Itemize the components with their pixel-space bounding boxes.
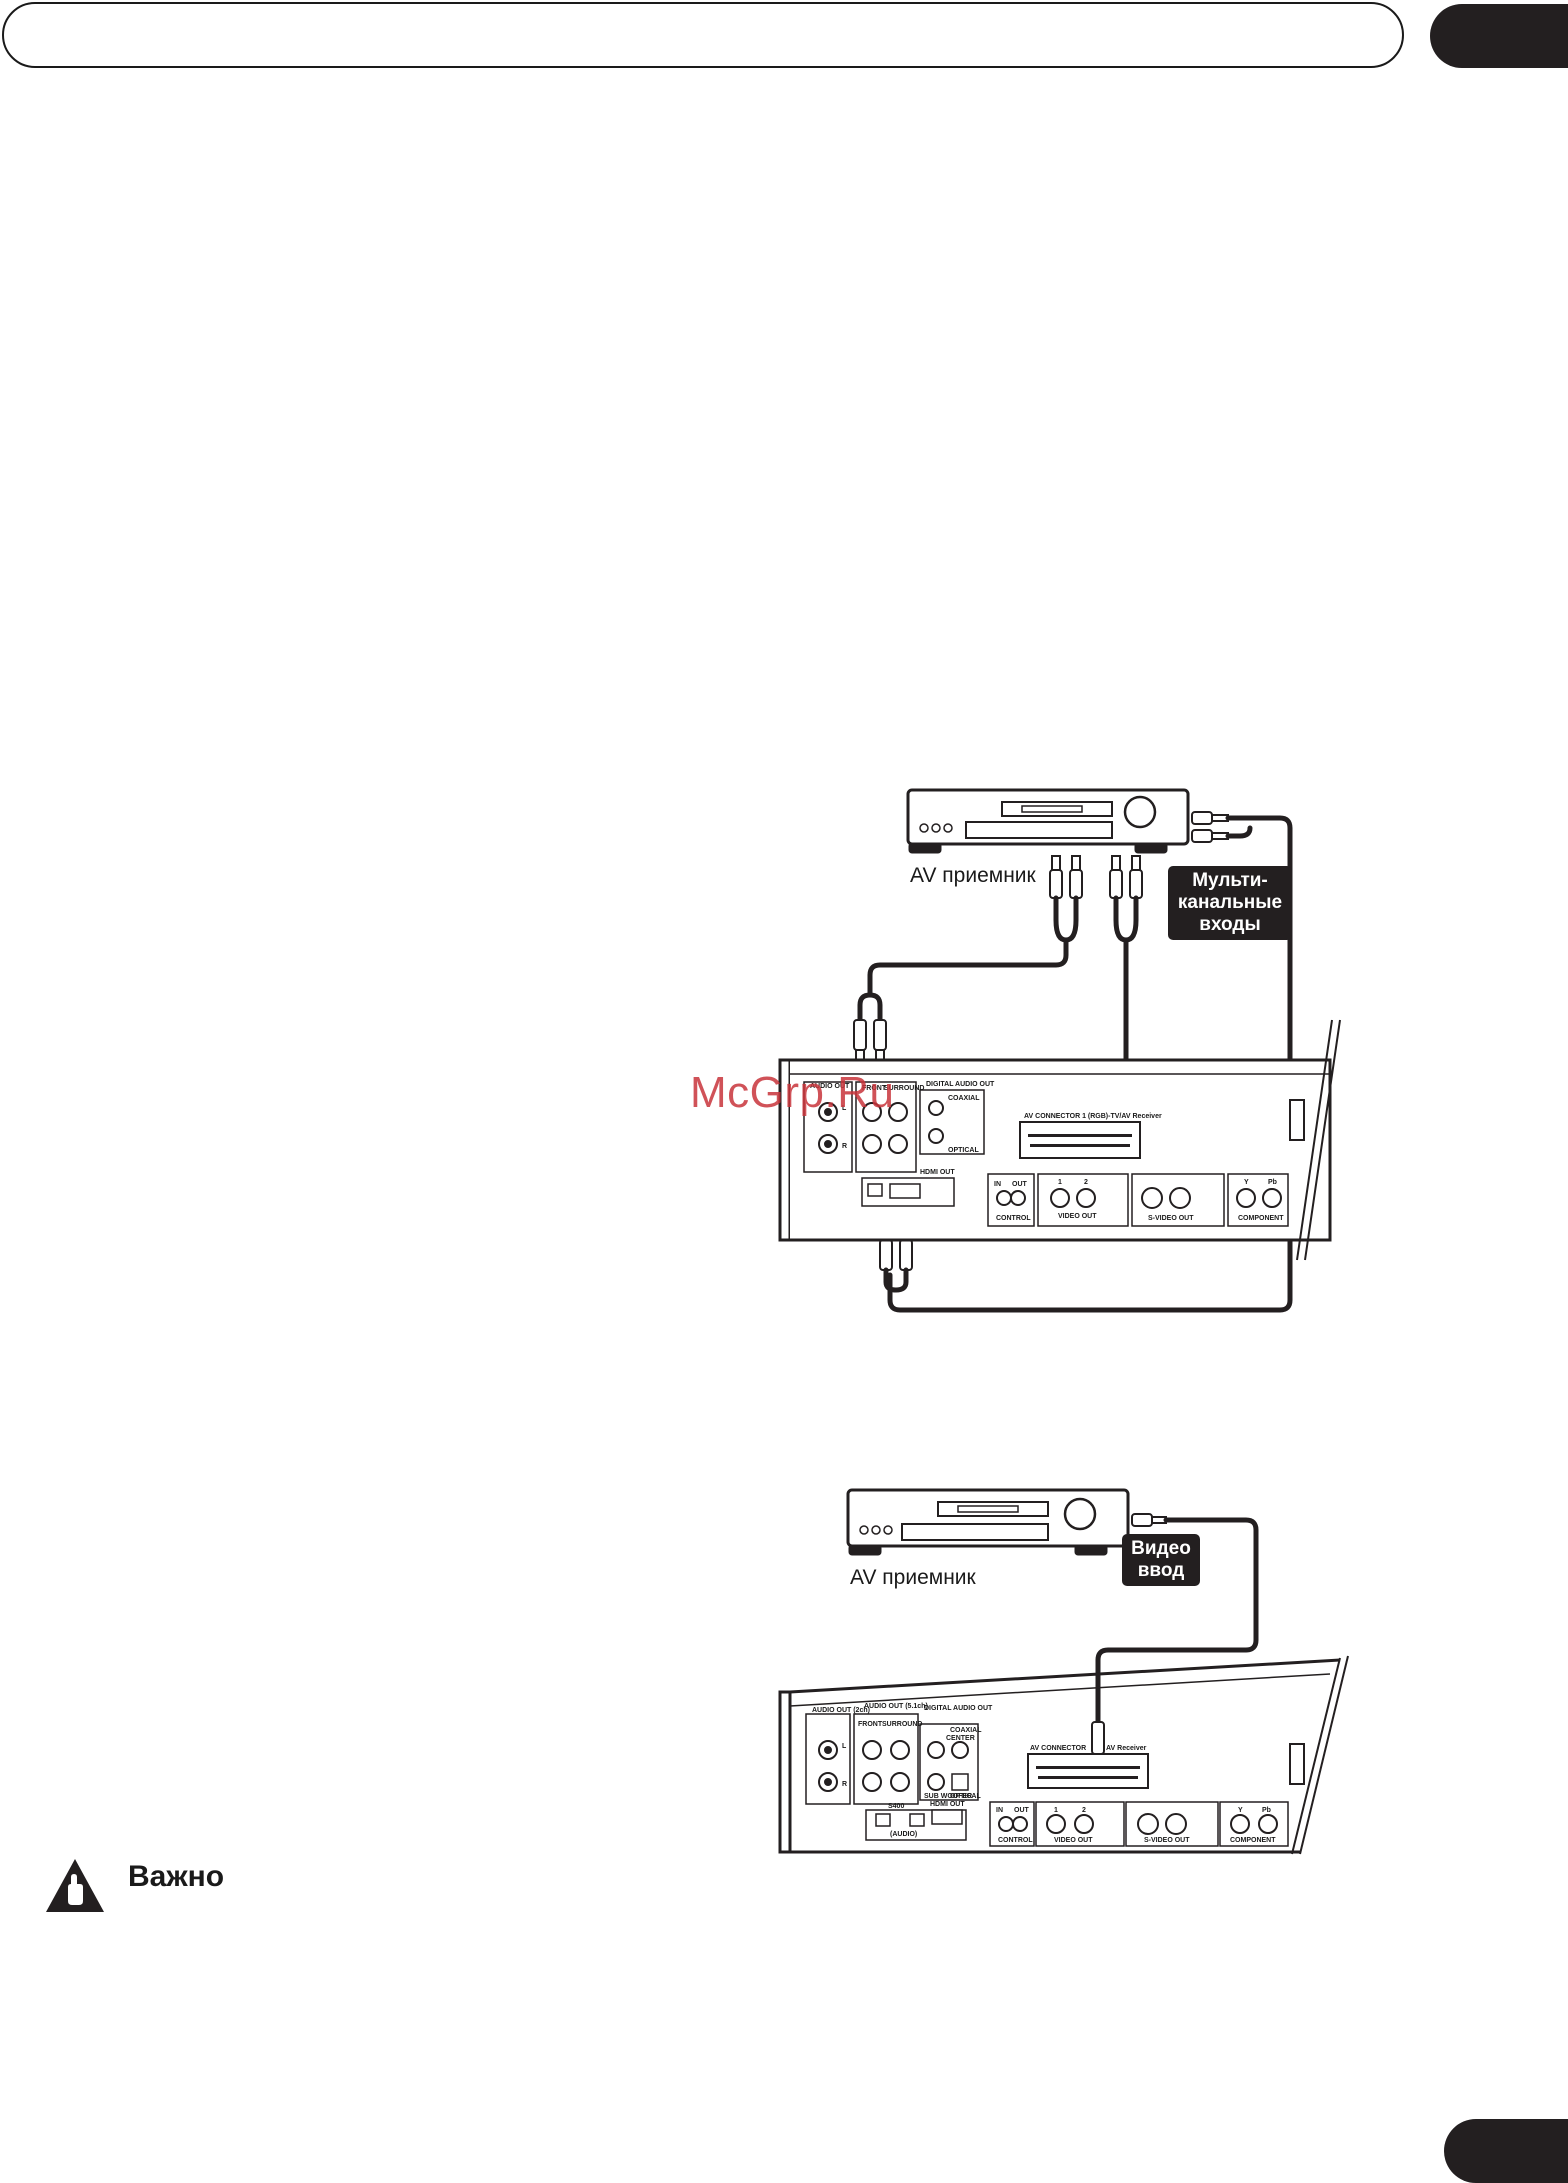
callout-multichannel: Мульти-канальные входы [1168,866,1292,940]
label-surround-2: SURROUND [882,1721,922,1728]
label-sub-woofer: SUB WOOFER [924,1793,972,1800]
video-diagram-drawing: AUDIO OUT (2ch) AUDIO OUT (5.1ch) FRONT … [778,1488,1349,1855]
scart-pins-1 [1028,1134,1132,1147]
label-front-2: FRONT [858,1721,883,1728]
label-audio: (AUDIO) [890,1831,917,1838]
label-l-2: L [842,1743,847,1750]
label-video-out: VIDEO OUT [1058,1213,1097,1220]
receiver-side-plugs [1191,811,1229,843]
label-av-connector: AV CONNECTOR 1 (RGB)-TV/AV Receiver [1024,1113,1162,1120]
label-out-2: OUT [1014,1807,1030,1814]
label-audio-out-2ch: AUDIO OUT (2ch) [812,1707,870,1714]
panel-text-1: AUDIO OUT FRONT SURROUND DIGITAL AUDIO O… [810,1081,1284,1222]
label-pb-2: Pb [1262,1807,1271,1814]
av-receiver-2 [846,1488,1130,1556]
label-av-receiver: AV Receiver [1106,1745,1147,1752]
page-number-tab [1444,2119,1568,2183]
label-video-1-2: 1 [1054,1807,1058,1814]
chapter-tab [1430,4,1568,68]
label-surround: SURROUND [884,1085,924,1092]
label-out: OUT [1012,1181,1028,1188]
label-s400: S400 [888,1803,904,1810]
receiver-label-2: AV приемник [850,1566,976,1589]
label-av-connector-2: AV CONNECTOR [1030,1745,1086,1752]
label-coaxial-2: COAXIAL [950,1727,982,1734]
label-hdmi-out: HDMI OUT [920,1169,955,1176]
label-audio-out-51ch: AUDIO OUT (5.1ch) [864,1703,928,1710]
panel-cutoff-1 [1296,1019,1341,1261]
label-component-2: COMPONENT [1230,1837,1276,1844]
panel-jacks-2 [818,1740,1278,1835]
label-component: COMPONENT [1238,1215,1284,1222]
label-optical: OPTICAL [948,1147,979,1154]
label-video-2: 2 [1084,1179,1088,1186]
video-connection-diagram: AUDIO OUT (2ch) AUDIO OUT (5.1ch) FRONT … [760,1470,1360,1870]
multichannel-connection-diagram: AUDIO OUT FRONT SURROUND DIGITAL AUDIO O… [760,770,1360,1330]
label-front: FRONT [862,1085,887,1092]
label-s-video-out: S-VIDEO OUT [1148,1215,1194,1222]
panel-text-2: AUDIO OUT (2ch) AUDIO OUT (5.1ch) FRONT … [812,1703,1276,1844]
label-in-2: IN [996,1807,1003,1814]
warning-hand-icon [46,1859,104,1912]
panel-cutoff-2 [1291,1655,1349,1855]
watermark: McGrp.Ru [690,1068,895,1117]
label-pb: Pb [1268,1179,1277,1186]
label-video-out-2: VIDEO OUT [1054,1837,1093,1844]
label-control: CONTROL [996,1215,1031,1222]
receiver-plugs-left [1049,855,1143,899]
label-hdmi-out-2: HDMI OUT [930,1801,965,1808]
label-video-1: 1 [1058,1179,1062,1186]
label-coaxial: COAXIAL [948,1095,980,1102]
av-receiver-1 [906,788,1190,854]
header-bar [2,2,1404,68]
cable-2 [1095,1517,1259,1725]
multichannel-diagram-drawing: AUDIO OUT FRONT SURROUND DIGITAL AUDIO O… [778,788,1341,1313]
label-in: IN [994,1181,1001,1188]
callout-video-input: Видео ввод [1122,1534,1200,1586]
receiver-label-1: AV приемник [910,864,1036,887]
label-l: L [842,1105,847,1112]
label-r: R [842,1143,847,1150]
label-s-video-out-2: S-VIDEO OUT [1144,1837,1190,1844]
scart-pins-2 [1036,1766,1140,1779]
important-heading: Важно [128,1860,225,1893]
label-optical-2: OPTICAL [950,1793,981,1800]
label-control-2: CONTROL [998,1837,1033,1844]
label-audio-out: AUDIO OUT [810,1083,850,1090]
label-center: CENTER [946,1735,975,1742]
panel-jacks-1 [818,1100,1282,1209]
label-video-2-2: 2 [1082,1807,1086,1814]
label-y: Y [1244,1179,1249,1186]
receiver-video-plug [1131,1513,1167,1527]
label-digital-audio-out-2: DIGITAL AUDIO OUT [924,1705,993,1712]
label-r-2: R [842,1781,847,1788]
label-y-2: Y [1238,1807,1243,1814]
label-digital-audio-out: DIGITAL AUDIO OUT [926,1081,995,1088]
